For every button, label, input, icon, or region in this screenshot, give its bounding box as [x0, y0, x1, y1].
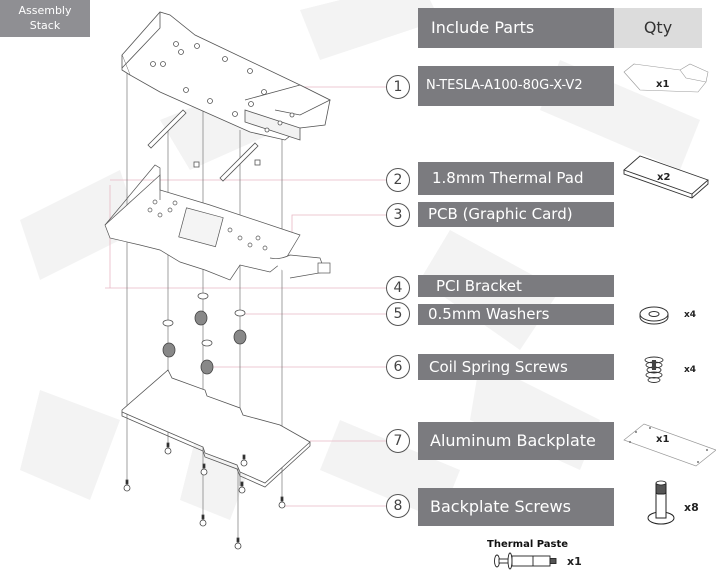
part-number-7: 7: [386, 429, 410, 453]
coil-springs-part: [162, 310, 247, 375]
thermal-pad-icon: [623, 155, 709, 199]
washer-icon: [639, 306, 669, 325]
backplate-screw-icon: [647, 480, 675, 525]
part-label-2: 1.8mm Thermal Pad: [418, 162, 614, 195]
part-number-2: 2: [386, 168, 410, 192]
washers-part: [162, 292, 246, 347]
qty-1: x1: [656, 79, 670, 90]
part-number-8: 8: [386, 494, 410, 518]
part-label-7: Aluminum Backplate: [418, 422, 614, 460]
coil-spring-screw-icon: [644, 356, 664, 383]
part-number-5: 5: [386, 302, 410, 326]
part-number-3: 3: [386, 203, 410, 227]
thermal-paste-label: Thermal Paste: [487, 539, 569, 550]
part-label-8: Backplate Screws: [418, 488, 614, 526]
qty-8: x8: [684, 501, 699, 514]
thermal-paste-qty: x1: [567, 555, 582, 568]
badge-line1: Assembly: [18, 4, 72, 17]
backplate-part: [121, 369, 311, 488]
part-label-6: Coil Spring Screws: [418, 354, 614, 380]
leader-line-3: [291, 214, 386, 242]
include-parts-header: Include Parts: [418, 8, 614, 48]
thermal-pads-part: [147, 109, 261, 182]
badge-line2: Stack: [29, 19, 61, 32]
part-label-3: PCB (Graphic Card): [418, 202, 614, 227]
leader-lines: [105, 86, 386, 507]
qty-6: x4: [684, 365, 697, 375]
waterblock-icon: [623, 63, 709, 93]
waterblock-part: [121, 11, 331, 141]
part-label-1: N-TESLA-A100-80G-X-V2: [418, 66, 614, 106]
parts-table-header: Include Parts Qty: [418, 8, 702, 48]
qty-5: x4: [684, 310, 697, 320]
part-label-4: PCI Bracket: [418, 275, 614, 297]
assembly-stack-badge: Assembly Stack: [0, 0, 90, 37]
part-number-1: 1: [386, 75, 410, 99]
part-number-6: 6: [386, 355, 410, 379]
backplate-screws-part: [123, 442, 286, 550]
part-number-4: 4: [386, 276, 410, 300]
part-label-5: 0.5mm Washers: [418, 304, 614, 325]
thermal-paste-syringe-icon: [494, 552, 557, 570]
qty-header: Qty: [614, 8, 702, 48]
qty-2: x2: [657, 172, 671, 183]
pcb-part: [104, 164, 331, 281]
backplate-icon: [623, 423, 716, 467]
qty-7: x1: [656, 434, 670, 445]
